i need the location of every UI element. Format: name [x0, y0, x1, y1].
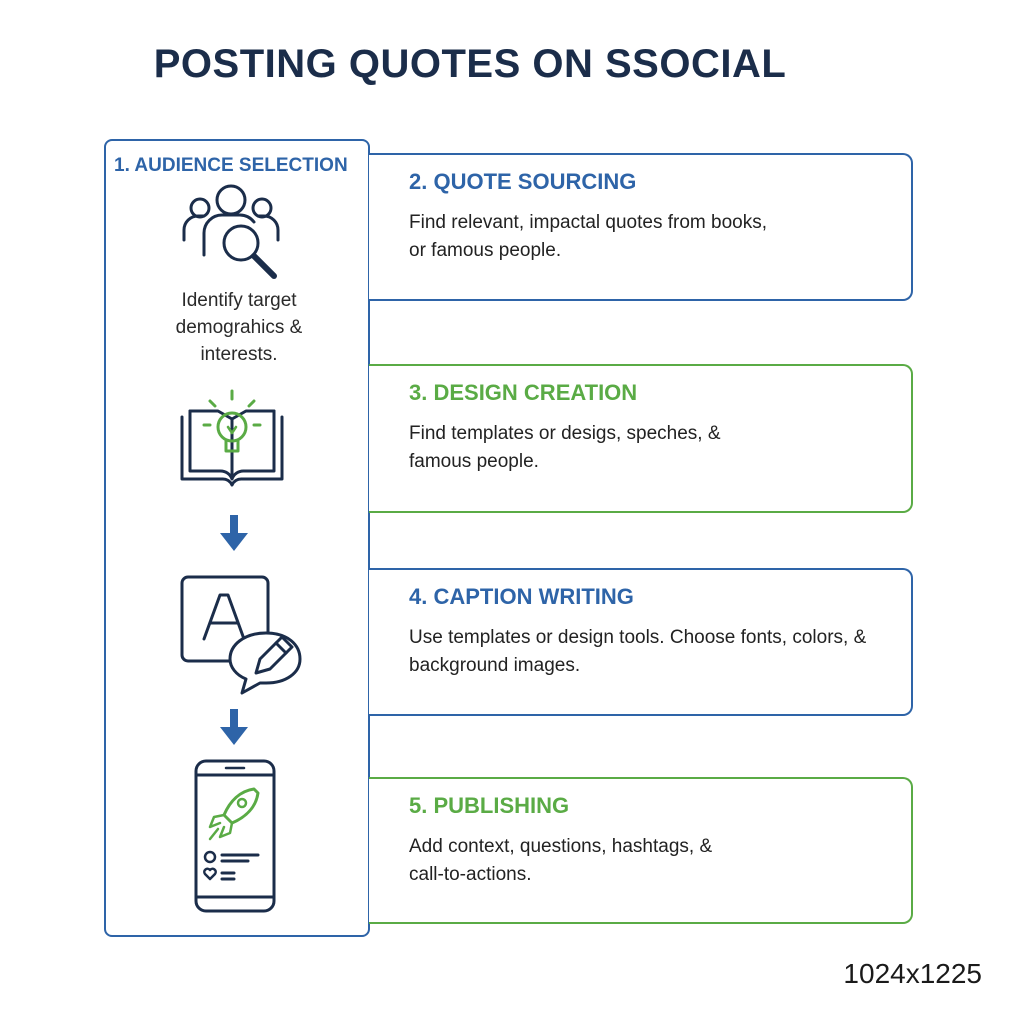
arrow-down-icon	[220, 709, 248, 745]
step-3-heading: 3. DESIGN CREATION	[409, 380, 638, 405]
step-5-heading: 5. PUBLISHING	[409, 793, 570, 818]
step-2-heading: 2. QUOTE SOURCING	[409, 169, 637, 194]
audience-search-icon	[182, 184, 280, 279]
step-1-heading: 1. AUDIENCE SELECTION	[114, 155, 348, 176]
step-4-body: Use templates or design tools. Choose fo…	[409, 627, 867, 676]
step-5-card: 5. PUBLISHING Add context, questions, ha…	[369, 777, 913, 924]
step-3-card: 3. DESIGN CREATION Find templates or des…	[369, 364, 913, 513]
step-3-body: Find templates or desigs, speches, & fam…	[409, 423, 721, 472]
step-4-heading: 4. CAPTION WRITING	[409, 584, 634, 609]
step-2-card: 2. QUOTE SOURCING Find relevant, impacta…	[369, 153, 913, 301]
step-5-body: Add context, questions, hashtags, & call…	[409, 836, 713, 885]
audience-selection-panel: 1. AUDIENCE SELECTION Identify target de…	[104, 139, 370, 937]
letter-a-chat-pen-icon	[180, 575, 302, 695]
book-lightbulb-icon	[180, 389, 284, 487]
step-4-card: 4. CAPTION WRITING Use templates or desi…	[369, 568, 913, 716]
phone-rocket-icon	[194, 759, 276, 913]
diagram-title: POSTING QUOTES ON SSOCIAL	[153, 42, 787, 86]
step-1-description: Identify target demograhics & interests.	[175, 290, 303, 365]
step-2-body: Find relevant, impactal quotes from book…	[409, 212, 768, 261]
dimensions-label: 1024x1225	[843, 958, 982, 989]
arrow-down-icon	[220, 515, 248, 551]
